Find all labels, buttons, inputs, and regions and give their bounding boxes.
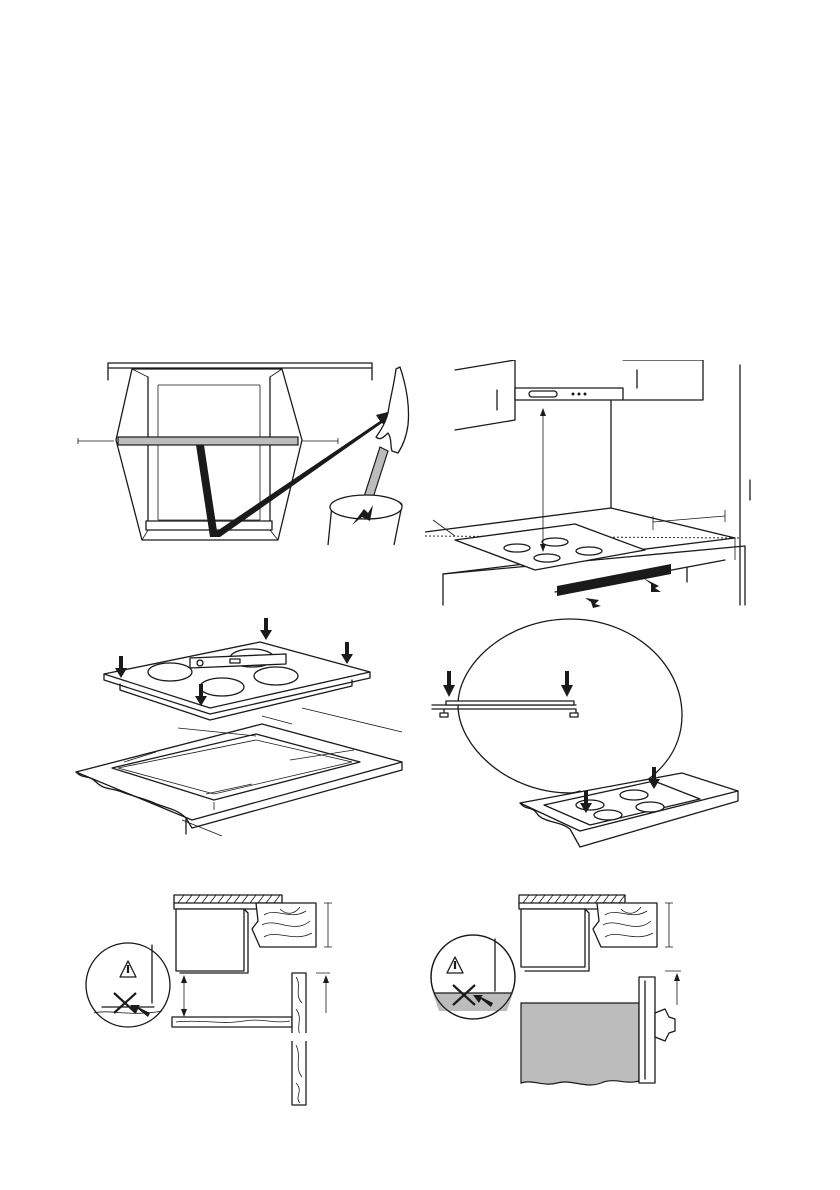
oven-knob: [655, 1009, 675, 1041]
figure-cabinet-cleaning: [70, 355, 420, 550]
hob: [455, 524, 645, 570]
figure-kitchen-clearances: [425, 360, 770, 610]
hob-unit-section: [176, 909, 244, 971]
upper-cabinet-right: [623, 360, 703, 400]
crossbar: [118, 437, 298, 445]
worktop-section: [174, 895, 282, 903]
figure-hob-cutout-installation: [72, 612, 412, 852]
figure-hob-seating-detail: [420, 615, 755, 865]
hob-unit-section-2: [521, 909, 585, 967]
figure-section-drawer-warning: [80, 885, 360, 1110]
oven-body: [521, 1003, 639, 1085]
upper-cabinet-left: [455, 360, 515, 430]
oven-front: [639, 977, 655, 1083]
worktop-edge: [108, 363, 372, 368]
warning-inset: [86, 943, 170, 1027]
figure-section-oven-warning: [425, 885, 700, 1090]
hand: [376, 367, 409, 453]
